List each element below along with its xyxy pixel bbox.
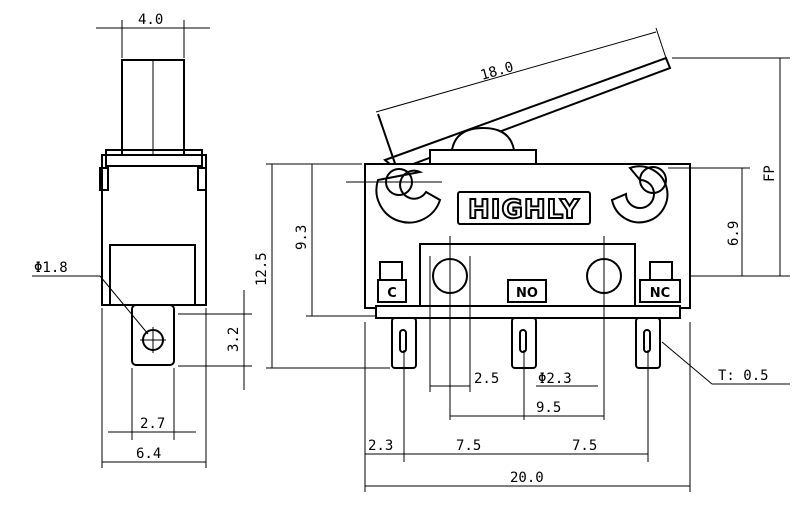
- plunger-base: [429, 149, 537, 165]
- dim-hole-pitch: 2.5: [474, 371, 499, 387]
- terminal-label-c: C: [387, 286, 397, 301]
- side-view-dimensions: 4.0 Φ1.8 3.2 2.7 6.4: [32, 12, 252, 468]
- right-pivot-notch: [610, 165, 669, 224]
- right-pivot-hole: [639, 166, 667, 194]
- dim-mount-hole-spacing: 9.5: [536, 400, 561, 416]
- plunger: [450, 126, 516, 151]
- terminal-label-no: NO: [516, 286, 538, 301]
- dim-lever-length: 18.0: [479, 59, 516, 84]
- dim-side-width: 6.4: [136, 446, 161, 462]
- side-housing: [101, 154, 207, 306]
- terminal-label-nc: NC: [650, 286, 670, 301]
- side-clip-left: [99, 167, 109, 191]
- side-view: [99, 59, 207, 366]
- dim-mount-hole-diameter: Φ2.3: [538, 371, 572, 387]
- brand-plate: [457, 191, 591, 225]
- front-view: HIGHLY C NO NC: [364, 56, 691, 369]
- dim-body-height: 9.3: [294, 225, 310, 250]
- terminal-box-nc: [639, 279, 681, 303]
- dim-fp: FP: [762, 165, 778, 182]
- terminal-box-no: [507, 279, 547, 303]
- dim-total-height: 12.5: [254, 252, 270, 286]
- brand-label: HIGHLY: [468, 195, 580, 225]
- dim-edge-to-terminal: 2.3: [368, 438, 393, 454]
- base-plate: [375, 305, 681, 319]
- dim-terminal-length: 3.2: [226, 327, 242, 352]
- dim-terminal-pitch-2: 7.5: [572, 438, 597, 454]
- dim-total-width: 20.0: [510, 470, 544, 486]
- side-shoulder: [105, 149, 203, 167]
- dim-terminal-pitch-1: 7.5: [456, 438, 481, 454]
- left-pivot-notch: [375, 169, 442, 224]
- terminal-box-c: [377, 279, 407, 303]
- dim-top-width: 4.0: [138, 12, 163, 28]
- dim-terminal-thickness: T: 0.5: [718, 368, 769, 384]
- dim-pivot-height: 6.9: [726, 221, 742, 246]
- side-clip-right: [197, 167, 207, 191]
- dim-side-hole-diameter: Φ1.8: [34, 260, 68, 276]
- front-view-dimensions: 18.0 FP 6.9 12.5 9.3 2.5 Φ2.3: [254, 27, 790, 492]
- dim-terminal-offset: 2.7: [140, 416, 165, 432]
